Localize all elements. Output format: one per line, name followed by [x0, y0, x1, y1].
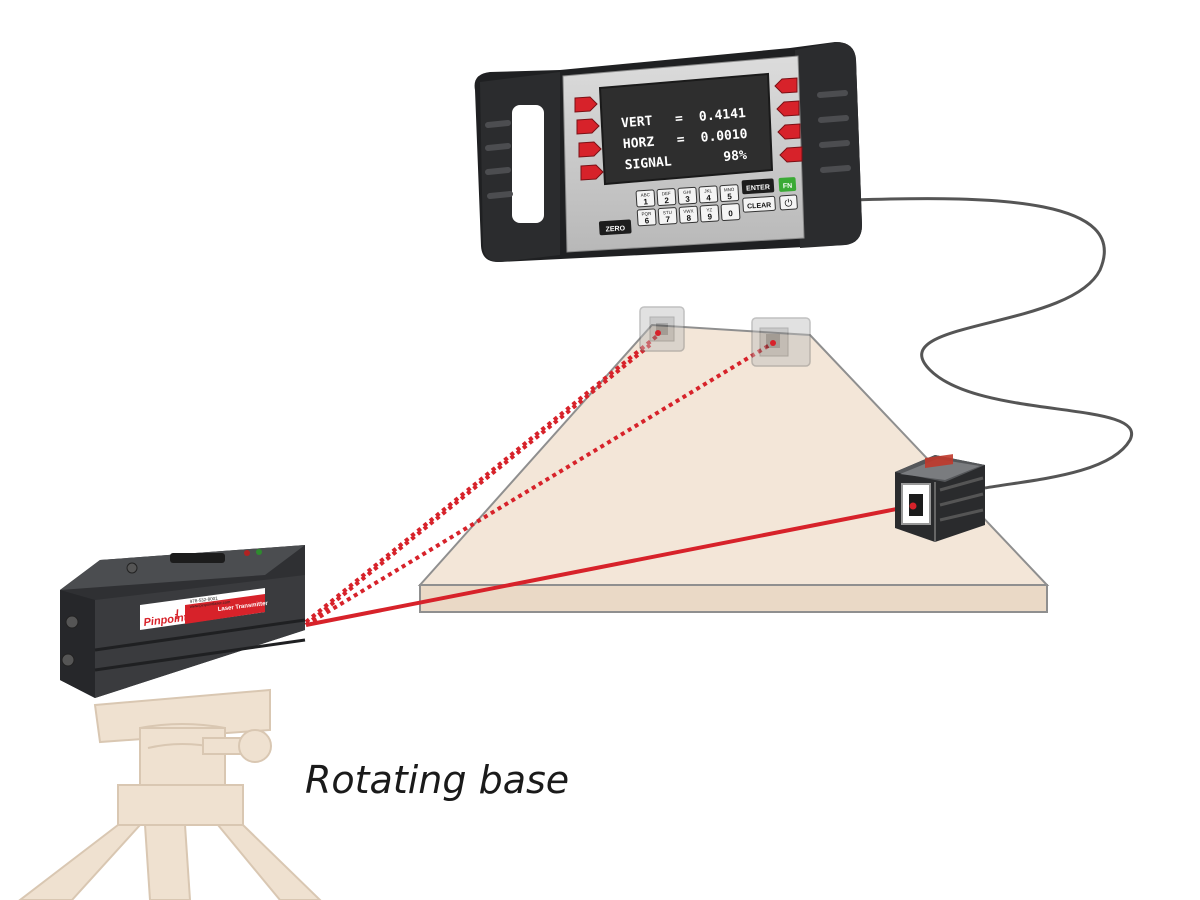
key-4-letters: JKL — [704, 188, 713, 194]
key-7-letters: STU — [663, 210, 672, 216]
transmitter-brand: Pinpoint — [143, 612, 189, 629]
work-surface — [417, 323, 1050, 613]
target-2 — [751, 317, 811, 367]
fn-key-label: FN — [783, 183, 793, 191]
soft-key-left-3[interactable] — [578, 141, 602, 158]
soft-key-right-4[interactable] — [779, 146, 803, 163]
target-1 — [639, 306, 685, 352]
rotating-base-caption: Rotating base — [305, 758, 569, 802]
key-5-cap[interactable] — [719, 184, 740, 203]
clear-key[interactable] — [742, 195, 776, 213]
readout-unit — [474, 42, 862, 263]
enter-key-label: ENTER — [746, 184, 770, 192]
transmitter-phone: 978-532-8001 — [190, 596, 219, 604]
enter-key[interactable] — [741, 178, 775, 195]
display-screen — [598, 72, 774, 186]
laser-beam-dotted-2 — [304, 343, 652, 627]
key-0-cap[interactable] — [720, 203, 741, 222]
horz-value: 0.0010 — [700, 127, 748, 146]
soft-key-right-3[interactable] — [777, 123, 801, 140]
key-9-digit: 9 — [707, 212, 713, 221]
key-2-cap[interactable] — [656, 188, 677, 207]
vert-equals: = — [674, 111, 683, 127]
key-9-letters: YZ — [706, 207, 712, 212]
power-key[interactable] — [779, 194, 798, 211]
key-6-cap[interactable] — [636, 208, 657, 227]
target-2-hit — [770, 340, 776, 346]
key-4-digit: 4 — [706, 193, 712, 202]
key-3-digit: 3 — [685, 195, 691, 204]
key-2-letters: DEF — [662, 191, 672, 197]
key-8-digit: 8 — [686, 214, 692, 223]
key-6-letters: PQR — [641, 211, 652, 217]
laser-beam-dotted-3 — [304, 341, 775, 627]
transmitter-web: www.pinpointlaser.com — [190, 599, 232, 609]
target-1-hit — [655, 330, 661, 336]
target-3 — [895, 454, 985, 542]
horz-label: HORZ — [622, 135, 655, 153]
laser-beam-solid — [305, 504, 913, 627]
vert-value: 0.4141 — [698, 106, 746, 125]
soft-key-left-1[interactable] — [574, 96, 598, 113]
key-9-cap[interactable] — [699, 204, 720, 223]
power-icon: ⏻ — [784, 198, 793, 209]
key-3-letters: GHI — [683, 190, 691, 195]
key-8-cap[interactable] — [678, 205, 699, 224]
signal-cable — [854, 197, 1134, 490]
target-3-hit — [909, 502, 917, 510]
soft-key-left-2[interactable] — [576, 118, 600, 135]
laser-beam-dotted-1 — [304, 334, 659, 624]
soft-key-right-2[interactable] — [776, 100, 800, 117]
soft-key-left-4[interactable] — [580, 164, 604, 181]
transmitter-brand-mark: / — [175, 607, 181, 622]
key-5-digit: 5 — [727, 192, 733, 201]
key-7-digit: 7 — [665, 215, 671, 224]
status-led-red — [244, 550, 250, 556]
signal-label: SIGNAL — [624, 154, 672, 173]
key-4-cap[interactable] — [698, 185, 719, 204]
laser-beams — [304, 334, 913, 627]
key-9[interactable]: YZ9 — [699, 204, 720, 223]
key-1-digit: 1 — [643, 197, 649, 206]
key-0-digit: 0 — [728, 209, 734, 218]
zero-key[interactable] — [598, 219, 632, 236]
key-6-digit: 6 — [644, 216, 650, 225]
left-handle-slot — [512, 105, 544, 223]
vert-label: VERT — [621, 114, 654, 132]
key-1-cap[interactable] — [635, 189, 656, 208]
key-1-letters: ABC — [640, 192, 650, 198]
key-5-letters: MNO — [724, 187, 735, 193]
zero-key-label: ZERO — [605, 225, 625, 233]
key-2-digit: 2 — [664, 196, 670, 205]
signal-value: 98% — [723, 148, 748, 165]
fn-key[interactable] — [778, 177, 797, 192]
key-3-cap[interactable] — [677, 186, 698, 205]
clear-key-label: CLEAR — [747, 202, 772, 211]
key-7-cap[interactable] — [657, 207, 678, 225]
key-8-letters: VWX — [683, 208, 694, 214]
laser-transmitter — [60, 545, 306, 698]
status-led-green — [256, 549, 262, 555]
horz-equals: = — [676, 132, 685, 148]
key-0[interactable]: 0 — [720, 203, 741, 222]
tripod — [18, 688, 322, 900]
soft-key-right-1[interactable] — [774, 77, 798, 94]
